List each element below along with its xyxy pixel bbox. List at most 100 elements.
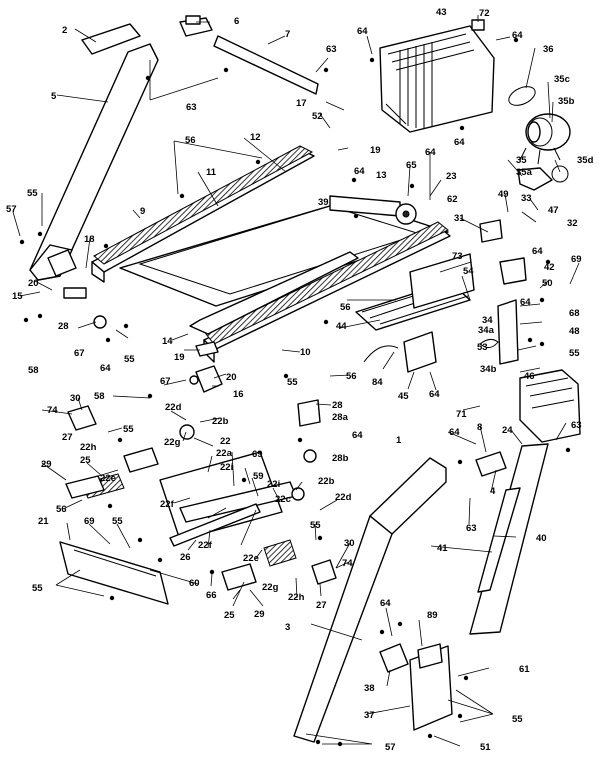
upright-1 xyxy=(369,457,447,535)
callout-25: 25 xyxy=(80,455,91,466)
callout-35b: 35b xyxy=(558,96,575,107)
motor-mount-35a xyxy=(517,165,569,191)
callout-39: 39 xyxy=(318,197,329,208)
callout-40: 40 xyxy=(536,533,547,544)
guard-45 xyxy=(403,331,437,373)
callout-43: 43 xyxy=(436,7,447,18)
callout-66: 66 xyxy=(206,590,217,601)
callout-64: 64 xyxy=(512,30,523,41)
callout-73: 73 xyxy=(452,251,463,262)
callout-22f: 22f xyxy=(160,499,175,510)
callout-22b: 22b xyxy=(212,416,229,427)
end-cap-18 xyxy=(47,249,77,277)
callout-8: 8 xyxy=(477,422,482,433)
callout-57: 57 xyxy=(385,742,396,753)
callout-58: 58 xyxy=(94,391,105,402)
callout-64: 64 xyxy=(449,427,460,438)
callout-67: 67 xyxy=(160,376,171,387)
callout-61: 61 xyxy=(519,664,530,675)
knob-67 xyxy=(189,375,199,385)
leader-lines xyxy=(12,15,580,747)
callout-22f: 22f xyxy=(198,540,213,551)
fasteners xyxy=(19,37,571,747)
callout-58: 58 xyxy=(28,365,39,376)
label-41 xyxy=(477,487,521,593)
callout-29: 29 xyxy=(254,609,265,620)
callout-64: 64 xyxy=(429,389,440,400)
callout-33: 33 xyxy=(521,193,532,204)
callout-22i: 22i xyxy=(220,462,233,473)
callout-28: 28 xyxy=(58,321,69,332)
wheel-28 xyxy=(93,315,107,329)
callout-1: 1 xyxy=(396,435,402,446)
knob-28b xyxy=(303,449,317,463)
callout-48: 48 xyxy=(569,326,580,337)
callout-17: 17 xyxy=(296,98,307,109)
left-rail-9 xyxy=(91,145,315,283)
callout-9: 9 xyxy=(140,206,145,217)
callout-35c: 35c xyxy=(554,74,570,85)
callout-71: 71 xyxy=(456,409,467,420)
callout-22e: 22e xyxy=(243,553,259,564)
callout-29: 29 xyxy=(41,459,52,470)
callout-65: 65 xyxy=(406,160,417,171)
rear-roller-14 xyxy=(189,251,359,335)
drive-belt-36 xyxy=(508,86,536,106)
callout-31: 31 xyxy=(454,213,465,224)
callout-49: 49 xyxy=(498,189,509,200)
callout-54: 54 xyxy=(463,266,474,277)
callout-53: 53 xyxy=(477,342,488,353)
callout-64: 64 xyxy=(380,598,391,609)
callout-74: 74 xyxy=(47,405,58,416)
callout-21: 21 xyxy=(38,516,49,527)
callout-19: 19 xyxy=(370,145,381,156)
callout-72: 72 xyxy=(479,8,490,19)
callout-7: 7 xyxy=(285,29,290,40)
callout-69: 69 xyxy=(252,449,263,460)
callout-89: 89 xyxy=(427,610,438,621)
callout-55: 55 xyxy=(287,377,298,388)
callout-36: 36 xyxy=(543,44,554,55)
callout-6: 6 xyxy=(234,16,239,27)
callout-37: 37 xyxy=(364,710,375,721)
wheel-29b xyxy=(221,563,257,591)
callout-22e: 22e xyxy=(100,473,116,484)
foot-15 xyxy=(63,287,87,299)
wheel-29a xyxy=(65,475,105,499)
callout-38: 38 xyxy=(364,683,375,694)
callout-46: 46 xyxy=(524,371,535,382)
callout-22h: 22h xyxy=(288,592,305,603)
callout-44: 44 xyxy=(336,321,347,332)
callout-64: 64 xyxy=(425,147,436,158)
wire-84 xyxy=(363,345,399,363)
callout-59: 59 xyxy=(253,471,264,482)
callout-56: 56 xyxy=(56,504,67,515)
wheel-25b xyxy=(263,539,297,567)
callout-22: 22 xyxy=(220,436,231,447)
bracket-28a xyxy=(297,399,321,427)
crossbar-7 xyxy=(213,35,319,95)
callout-41: 41 xyxy=(437,543,448,554)
callout-30: 30 xyxy=(70,393,81,404)
callout-57: 57 xyxy=(6,204,17,215)
callout-34: 34 xyxy=(482,315,493,326)
callout-55: 55 xyxy=(123,424,134,435)
callout-63: 63 xyxy=(186,102,197,113)
handrail-cap-2 xyxy=(81,23,141,55)
callout-56: 56 xyxy=(346,371,357,382)
callout-56: 56 xyxy=(185,135,196,146)
callout-84: 84 xyxy=(372,377,383,388)
callout-55: 55 xyxy=(27,188,38,199)
callout-18: 18 xyxy=(84,234,95,245)
callout-64: 64 xyxy=(532,246,543,257)
motor-plate-34 xyxy=(497,299,519,365)
callout-23: 23 xyxy=(446,171,457,182)
callout-64: 64 xyxy=(520,297,531,308)
motor-31 xyxy=(479,219,503,243)
callout-55: 55 xyxy=(112,516,123,527)
callout-28: 28 xyxy=(332,400,343,411)
foot-30b xyxy=(311,559,337,585)
callout-69: 69 xyxy=(84,516,95,527)
knob-22b-2 xyxy=(291,487,305,501)
callout-64: 64 xyxy=(357,26,368,37)
